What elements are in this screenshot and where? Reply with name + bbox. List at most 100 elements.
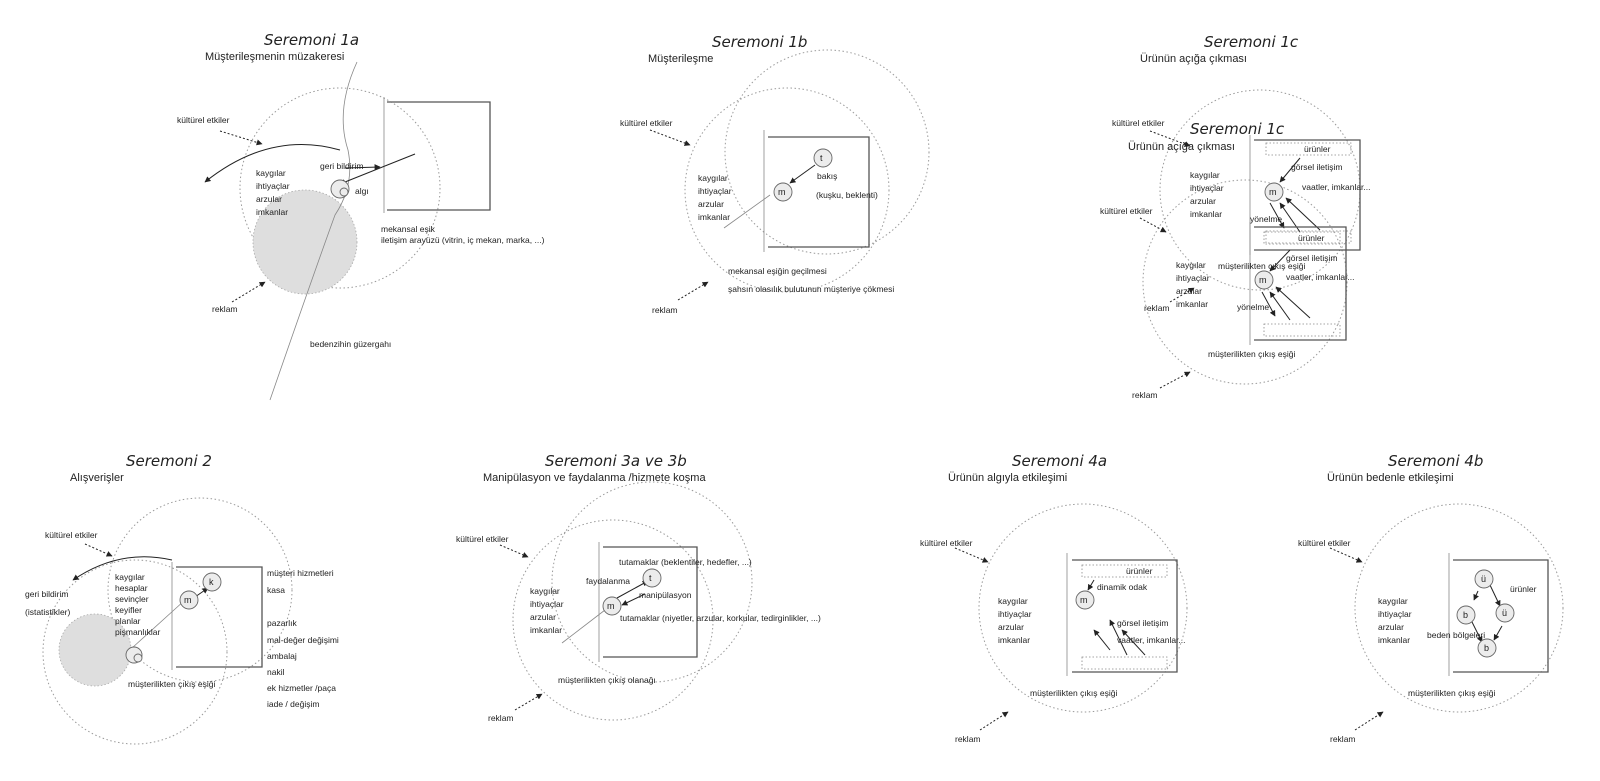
panel-1b-title: Seremoni 1b <box>712 33 807 51</box>
need-label: kaygılar <box>115 572 145 582</box>
need-label-2: ihtiyaçlar <box>1176 273 1210 283</box>
cikis-olanagi-label: müşterilikten çıkış olanağı <box>558 675 656 685</box>
need-label: arzular <box>998 622 1024 632</box>
kulturel-etkiler-label: kültürel etkiler <box>920 538 973 548</box>
need-label: kaygılar <box>998 596 1028 606</box>
yonelme-label-2: yönelme <box>1237 302 1269 312</box>
service-label: müşteri hizmetleri <box>267 568 334 578</box>
geri-bildirim-label: geri bildirim <box>25 589 68 599</box>
mekansal-esik-label: mekansal eşiğin geçilmesi <box>728 266 827 276</box>
need-label: hesaplar <box>115 583 148 593</box>
need-label: sevinçler <box>115 594 149 604</box>
k-node-label: k <box>209 577 214 587</box>
urunler-box-2 <box>1263 231 1341 245</box>
gorsel-iletisim-label: görsel iletişim <box>1291 162 1343 172</box>
cikis-esigi-label: müşterilikten çıkış eşiği <box>1408 688 1495 698</box>
b-node <box>1456 605 1476 625</box>
reklam-label: reklam <box>652 305 678 315</box>
need-label: ihtiyaçlar <box>256 181 290 191</box>
m-node-label: m <box>184 595 192 605</box>
cikis-esigi-label-2: müşterilikten çıkış eşiği <box>1218 261 1305 271</box>
kulturel-etkiler-label: kültürel etkiler <box>456 534 509 544</box>
need-label: ihtiyaçlar <box>698 186 732 196</box>
service-label: ek hizmetler /paça <box>267 683 336 693</box>
sahsin-label: şahsın olasılık bulutunun müşteriye çökm… <box>728 284 894 294</box>
panel-seremoni-1a: Seremoni 1a Müşterileşmenin müzakeresi k… <box>177 31 545 401</box>
kusku-label: (kuşku, beklenti) <box>816 190 878 200</box>
need-label: imkanlar <box>530 625 562 635</box>
istatistikler-label: (istatistikler) <box>25 607 71 617</box>
panel-seremoni-1c: Seremoni 1c Ürünün açığa çıkması Seremon… <box>1100 33 1371 400</box>
panel-1c-title-ghost: Seremoni 1c <box>1190 120 1285 138</box>
need-label: arzular <box>256 194 282 204</box>
m-node-label: m <box>607 601 615 611</box>
tutamaklar-label-2: tutamaklar (niyetler, arzular, korkular,… <box>620 613 821 623</box>
panel-seremoni-1b: Seremoni 1b Müşterileşme t m kültürel et… <box>620 33 930 315</box>
m-node-label-2: m <box>1259 275 1267 285</box>
need-label-2: kaygılar <box>1176 260 1206 270</box>
k-node <box>202 572 222 592</box>
panel-seremoni-3: Seremoni 3a ve 3b Manipülasyon ve faydal… <box>456 452 821 723</box>
algi-label: algı <box>355 186 369 196</box>
urunler-label-2: ürünler <box>1298 233 1325 243</box>
cikis-esigi-label: müşterilikten çıkış eşiği <box>1030 688 1117 698</box>
need-label: keyifler <box>115 605 142 615</box>
reklam-label: reklam <box>1132 390 1158 400</box>
urunler-label: ürünler <box>1510 584 1537 594</box>
urunler-box <box>1265 142 1352 156</box>
need-label: arzular <box>530 612 556 622</box>
need-label: arzular <box>698 199 724 209</box>
beden-guzergahi-label: bedenzihin güzergahı <box>310 339 391 349</box>
need-label: arzular <box>1190 196 1216 206</box>
u-node-label-2: ü <box>1502 608 1507 618</box>
m-node <box>1264 182 1284 202</box>
panel-1c-subtitle-ghost: Ürünün açığa çıkması <box>1128 141 1235 153</box>
reklam-label: reklam <box>955 734 981 744</box>
need-label: imkanlar <box>1190 209 1222 219</box>
kulturel-etkiler-label: kültürel etkiler <box>1298 538 1351 548</box>
panel-4b-subtitle: Ürünün bedenle etkileşimi <box>1327 472 1454 484</box>
need-label: imkanlar <box>998 635 1030 645</box>
panel-seremoni-2: Seremoni 2 Alışverişler m k kültürel etk… <box>25 452 339 745</box>
vaatler-label-2: vaatler, imkanlar... <box>1286 272 1355 282</box>
m-node-label: m <box>778 187 786 197</box>
m-node-2 <box>1254 270 1274 290</box>
panel-1c-subtitle: Ürünün açığa çıkması <box>1140 53 1247 65</box>
t-node <box>642 568 662 588</box>
service-label: iade / değişim <box>267 699 319 709</box>
need-label: arzular <box>1378 622 1404 632</box>
need-label: ihtiyaçlar <box>1190 183 1224 193</box>
panel-2-subtitle: Alışverişler <box>70 472 124 484</box>
kulturel-etkiler-label: kültürel etkiler <box>620 118 673 128</box>
urunler-label: ürünler <box>1304 144 1331 154</box>
geri-bildirim-label: geri bildirim <box>320 161 363 171</box>
kulturel-etkiler-label-2: kültürel etkiler <box>1100 206 1153 216</box>
vaatler-label: vaatler, imkanlar... <box>1302 182 1371 192</box>
t-node <box>813 148 833 168</box>
b-node-label: b <box>1463 610 1468 620</box>
panel-seremoni-4a: Seremoni 4a Ürünün algıyla etkileşimi ür… <box>920 452 1188 744</box>
need-label: kaygılar <box>1190 170 1220 180</box>
mekansal-esik-label: mekansal eşik <box>381 224 436 234</box>
kulturel-etkiler-label: kültürel etkiler <box>1112 118 1165 128</box>
need-label: planlar <box>115 616 141 626</box>
u-node-2 <box>1495 603 1515 623</box>
iletisim-arayuzu-label: iletişim arayüzü (vitrin, iç mekan, mark… <box>381 235 545 245</box>
panel-4a-subtitle: Ürünün algıyla etkileşimi <box>948 472 1067 484</box>
panel-3-title: Seremoni 3a ve 3b <box>545 452 687 470</box>
service-label: mal-değer değişimi <box>267 635 339 645</box>
need-label-2: arzular <box>1176 286 1202 296</box>
service-label: ambalaj <box>267 651 297 661</box>
reklam-label: reklam <box>488 713 514 723</box>
reklam-label: reklam <box>1330 734 1356 744</box>
need-label-2: imkanlar <box>1176 299 1208 309</box>
gorsel-iletisim-label-2: görsel iletişim <box>1286 253 1338 263</box>
need-label: kaygılar <box>256 168 286 178</box>
need-label: kaygılar <box>1378 596 1408 606</box>
panel-1a-subtitle: Müşterileşmenin müzakeresi <box>205 51 344 63</box>
kulturel-etkiler-label: kültürel etkiler <box>45 530 98 540</box>
panel-1a-title: Seremoni 1a <box>264 31 359 49</box>
reklam-label-2: reklam <box>1144 303 1170 313</box>
need-label: kaygılar <box>698 173 728 183</box>
